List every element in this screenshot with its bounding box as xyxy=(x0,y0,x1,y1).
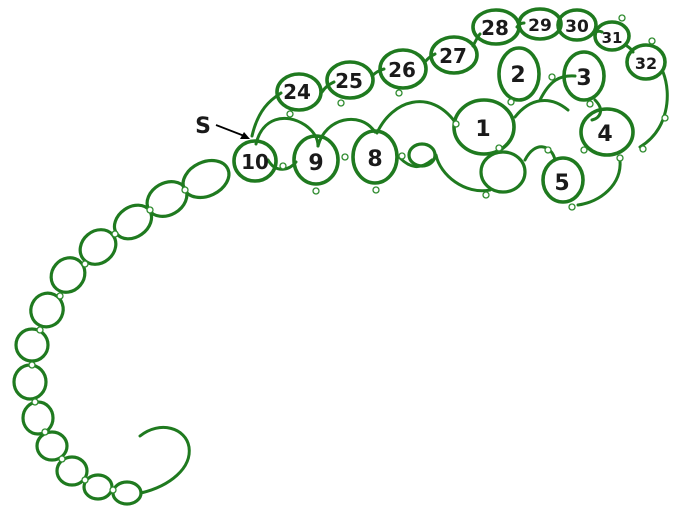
label-32: 32 xyxy=(635,54,657,73)
label-26: 26 xyxy=(388,58,416,82)
start-arrow-icon xyxy=(215,124,248,138)
label-5: 5 xyxy=(554,171,569,196)
label-3: 3 xyxy=(576,66,591,91)
ring-27 xyxy=(429,35,479,75)
numbered-rings xyxy=(232,7,667,204)
ring-24 xyxy=(275,72,323,112)
ring-8 xyxy=(351,129,399,185)
ring-26 xyxy=(378,48,428,90)
ring-32 xyxy=(625,43,667,81)
start-label: S xyxy=(195,114,211,139)
label-27: 27 xyxy=(439,44,467,68)
ring-10 xyxy=(232,139,278,183)
label-31: 31 xyxy=(602,29,623,47)
label-28: 28 xyxy=(481,16,509,40)
ring-31 xyxy=(593,20,631,52)
start-marker: S xyxy=(195,114,250,139)
label-1: 1 xyxy=(475,117,490,142)
ring-25 xyxy=(325,60,375,100)
tail-ring-chain xyxy=(12,158,231,506)
label-9: 9 xyxy=(308,151,323,176)
ring-2 xyxy=(497,46,541,102)
ring-30 xyxy=(556,8,598,42)
arrowhead-icon xyxy=(240,132,250,139)
ring-labels: 10 9 8 1 2 3 4 5 24 25 26 27 28 29 30 31… xyxy=(241,16,657,196)
label-25: 25 xyxy=(335,69,363,93)
label-24: 24 xyxy=(283,80,311,104)
ring-3 xyxy=(562,50,606,102)
label-29: 29 xyxy=(528,16,552,36)
label-4: 4 xyxy=(597,122,612,147)
label-30: 30 xyxy=(565,17,589,37)
ring-9 xyxy=(292,134,340,186)
lower-chains xyxy=(254,70,669,207)
ring-5 xyxy=(541,156,585,204)
motif-picots xyxy=(279,14,669,211)
label-8: 8 xyxy=(367,147,382,172)
ring-4 xyxy=(579,107,635,157)
ring-29 xyxy=(517,7,563,41)
label-10: 10 xyxy=(241,150,269,174)
label-2: 2 xyxy=(510,63,525,88)
